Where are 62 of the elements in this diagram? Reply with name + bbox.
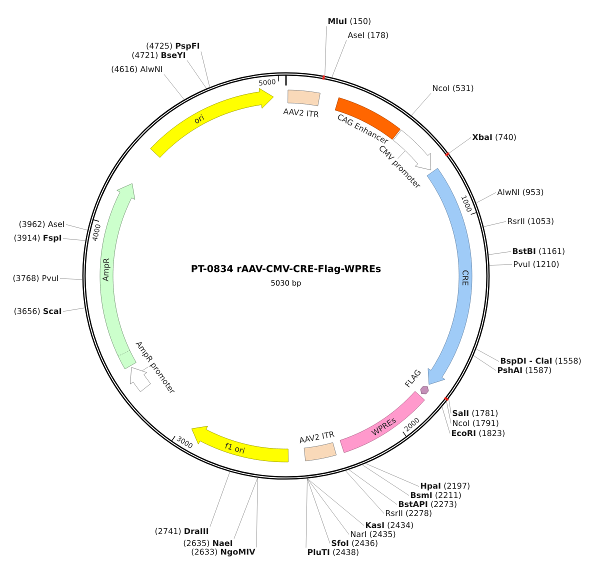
site-label: (2741) DraIII: [155, 528, 208, 536]
leader-line: [411, 93, 432, 116]
leader-line: [62, 308, 86, 312]
leader-line: [365, 463, 420, 487]
leader-line: [307, 478, 364, 526]
site-label: PshAI (1587): [498, 366, 551, 374]
leader-line: [307, 478, 330, 544]
site-label: PluTI (2438): [308, 548, 358, 556]
leader-line: [448, 398, 452, 414]
site-label: NcoI (1791): [452, 420, 498, 428]
leader-line: [256, 477, 258, 548]
leader-line: [488, 251, 512, 255]
site-label: (3914) FspI: [14, 234, 62, 242]
leader-line: [164, 74, 184, 100]
site-label: RsrII (1053): [508, 218, 554, 226]
site-label: KasI (2434): [366, 522, 413, 530]
site-label: (2635) NaeI: [184, 540, 232, 548]
site-label: (4725) PspFI: [146, 42, 200, 50]
leader-line: [306, 478, 308, 548]
site-label: NcoI (531): [432, 84, 474, 92]
leader-line: [200, 51, 210, 88]
site-label: (4616) AlwNI: [112, 66, 162, 74]
site-label: (3656) ScaI: [14, 308, 62, 316]
leader-line: [442, 406, 450, 434]
site-label: BspDI - ClaI (1558): [500, 358, 581, 366]
site-label: BstAPI (2273): [398, 500, 456, 508]
site-label: XbaI (740): [472, 134, 516, 142]
site-label: RsrII (2278): [386, 510, 432, 518]
site-label: AseI (178): [348, 32, 388, 40]
site-label: (3768) PvuI: [13, 274, 58, 282]
site-label: HpaI (2197): [420, 482, 470, 490]
leader-line: [210, 472, 230, 527]
leader-line: [186, 60, 207, 89]
leader-line: [476, 348, 500, 362]
leader-line: [476, 192, 496, 204]
leader-line: [489, 264, 512, 266]
leader-line: [348, 469, 398, 505]
site-label: AlwNI (953): [497, 188, 544, 196]
leader-line: [446, 401, 452, 424]
leader-line: [448, 137, 472, 154]
site-label: SalI (1781): [452, 410, 498, 418]
leader-line: [62, 238, 86, 241]
leader-line: [362, 464, 410, 496]
site-label: (3962) AseI: [19, 220, 64, 228]
leader-line: [473, 355, 496, 371]
leader-line: [66, 224, 88, 230]
leader-line: [234, 477, 258, 539]
site-label: PvuI (1210): [514, 260, 559, 268]
site-label: EcoRI (1823): [452, 430, 504, 438]
site-label: (2633) NgoMIV: [192, 548, 256, 556]
leader-line: [345, 470, 384, 514]
leader-line: [483, 221, 506, 227]
site-label: BsmI (2211): [410, 492, 461, 500]
leader-line: [324, 26, 327, 76]
site-label: (4721) BseYI: [132, 52, 186, 60]
leader-line: [332, 40, 347, 78]
site-label: BstBI (1161): [512, 248, 564, 256]
leader-line: [307, 478, 350, 535]
site-label: SfoI (2436): [332, 540, 378, 548]
site-label: MluI (150): [328, 18, 370, 26]
leader-line: [60, 278, 83, 280]
site-label: NarI (2435): [350, 530, 396, 538]
